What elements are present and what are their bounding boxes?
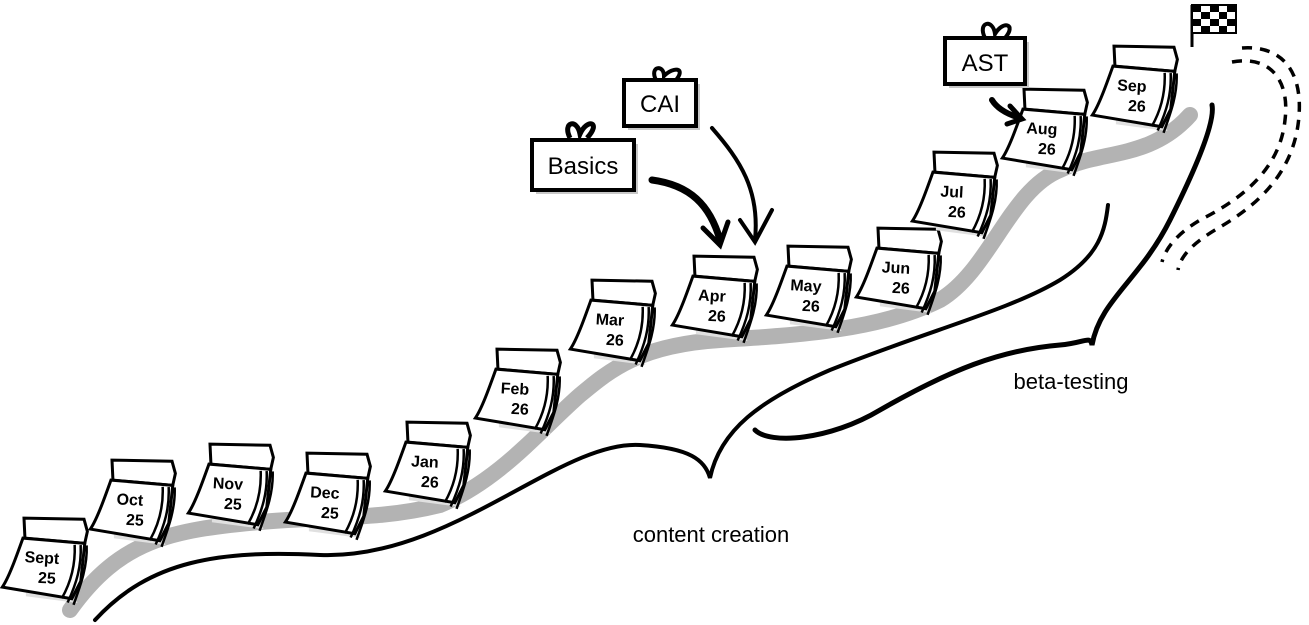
gift-bow-icon bbox=[565, 121, 596, 143]
calendar-year: 25 bbox=[38, 570, 57, 588]
calendar-year: 26 bbox=[948, 204, 967, 222]
gift-ast: AST bbox=[943, 22, 1029, 88]
calendar-month: Mar bbox=[595, 311, 624, 329]
calendar-year: 26 bbox=[1038, 141, 1057, 159]
calendar-month: Jan bbox=[411, 453, 439, 471]
calendar-year: 26 bbox=[1128, 98, 1147, 116]
calendar-page: Jan 26 bbox=[382, 420, 472, 510]
calendar-month: Sept bbox=[24, 549, 60, 568]
calendar-month: Aug bbox=[1026, 120, 1058, 139]
calendar-year: 26 bbox=[421, 474, 440, 492]
gift-bow-icon bbox=[652, 66, 682, 82]
calendar-year: 26 bbox=[606, 332, 625, 350]
calendar-page: Nov 25 bbox=[185, 442, 275, 532]
gift-label: Basics bbox=[548, 153, 619, 180]
calendar-month: May bbox=[790, 277, 822, 296]
calendar-year: 26 bbox=[802, 298, 821, 316]
calendar-year: 26 bbox=[892, 280, 911, 298]
calendar-month: Apr bbox=[698, 287, 726, 305]
calendar-page: Apr 26 bbox=[669, 254, 759, 344]
calendar-page: Dec 25 bbox=[282, 451, 372, 541]
gift-cai: CAI bbox=[622, 66, 700, 130]
arrow-icon bbox=[648, 97, 1027, 250]
calendar-month: Sep bbox=[1117, 77, 1147, 96]
gift-label: AST bbox=[962, 50, 1009, 77]
gift-basics: Basics bbox=[530, 121, 638, 194]
gift-bow-icon bbox=[980, 22, 1012, 41]
phase-label-content-creation: content creation bbox=[633, 522, 790, 547]
calendar-page: Jun 26 bbox=[853, 226, 943, 316]
calendar-year: 25 bbox=[126, 512, 145, 530]
calendar-year: 25 bbox=[224, 496, 243, 514]
content-creation-brace bbox=[93, 203, 1110, 622]
checkered-flag-icon bbox=[1190, 4, 1237, 47]
future-path-dashed bbox=[1176, 46, 1302, 271]
beta-testing-brace bbox=[752, 102, 1215, 441]
gift-label: CAI bbox=[640, 91, 680, 118]
calendar-year: 26 bbox=[708, 308, 727, 326]
calendar-month: Jul bbox=[940, 184, 964, 202]
calendar-month: Dec bbox=[310, 484, 340, 503]
calendar-page: May 26 bbox=[763, 244, 853, 334]
calendar-month: Jun bbox=[881, 259, 910, 277]
future-path-dashed bbox=[1160, 59, 1288, 263]
calendar-page: Feb 26 bbox=[472, 347, 562, 437]
calendar-page: Mar 26 bbox=[567, 278, 657, 368]
calendar-page: Oct 25 bbox=[87, 458, 177, 548]
calendar-page: Aug 26 bbox=[999, 87, 1089, 177]
calendar-month: Oct bbox=[116, 491, 144, 509]
calendar-page: Jul 26 bbox=[909, 150, 999, 240]
calendar-month: Feb bbox=[500, 380, 530, 398]
calendar-month: Nov bbox=[212, 475, 243, 494]
calendar-list: Sept 25 Oct 25 Nov 25 Dec 25 Jan 26 Feb 26 Mar… bbox=[0, 44, 1179, 606]
calendar-year: 25 bbox=[321, 505, 340, 523]
calendar-page: Sep 26 bbox=[1089, 44, 1179, 134]
phase-label-beta-testing: beta-testing bbox=[1014, 369, 1129, 394]
calendar-year: 26 bbox=[511, 401, 530, 419]
calendar-page: Sept 25 bbox=[0, 516, 89, 606]
